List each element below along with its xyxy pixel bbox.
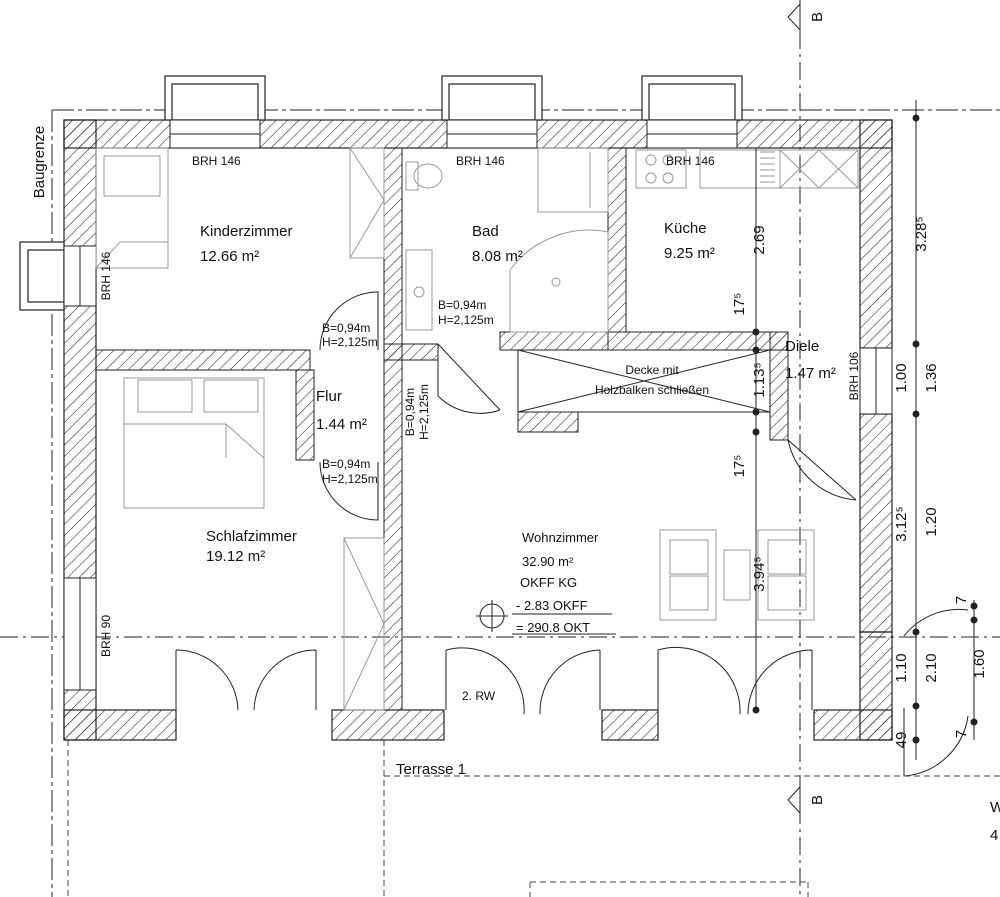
- edge-label-4: 4: [990, 827, 998, 844]
- dim-17-a: 17⁵: [731, 293, 748, 316]
- dim-1-20: 1.20: [923, 507, 940, 536]
- window-openings: [63, 119, 893, 691]
- doors: [175, 291, 969, 777]
- room-name-flur: Flur: [316, 388, 342, 405]
- edge-label-w: W: [990, 799, 1000, 816]
- room-area-wohnzimmer: 32.90 m²: [522, 554, 574, 569]
- room-labels: Kinderzimmer 12.66 m² Bad 8.08 m² Küche …: [200, 220, 836, 635]
- section-marker-bottom: B: [787, 785, 826, 815]
- room-name-schlafzimmer: Schlafzimmer: [206, 528, 297, 545]
- dim-17-b: 17⁵: [731, 455, 748, 478]
- section-marker-top: B: [787, 2, 826, 32]
- dim-3-94: 3.94⁵: [751, 556, 768, 591]
- room-area-diele: 1.47 m²: [785, 365, 836, 382]
- dim-1-36: 1.36: [923, 363, 940, 392]
- dim-1-60: 1.60: [971, 649, 988, 678]
- level-marker: [476, 600, 616, 635]
- section-label-top: B: [809, 12, 826, 22]
- room-area-kueche: 9.25 m²: [664, 245, 715, 262]
- level-line-3: = 290.8 OKT: [516, 620, 590, 635]
- room-area-schlafzimmer: 19.12 m²: [206, 548, 265, 565]
- dim-3-12: 3.12⁵: [893, 506, 910, 541]
- brh-diele-side: BRH 106: [847, 351, 861, 400]
- door-4-width: B=0,94m: [403, 388, 417, 436]
- brh-kinder-side: BRH 146: [99, 251, 113, 300]
- terrace-outline: [67, 740, 1000, 897]
- dim-2-10: 2.10: [923, 653, 940, 682]
- door-3-width: B=0,94m: [322, 457, 370, 471]
- room-name-wohnzimmer: Wohnzimmer: [522, 530, 599, 545]
- brh-labels: BRH 146 BRH 146 BRH 146 BRH 146 BRH 106 …: [99, 154, 861, 657]
- level-line-1: OKFF KG: [520, 575, 577, 590]
- room-name-kinderzimmer: Kinderzimmer: [200, 223, 293, 240]
- brh-kueche: BRH 146: [666, 154, 715, 168]
- dim-1-13: 1.13⁵: [751, 362, 768, 397]
- notes: Decke mit Holzbalken schließen Baugrenze…: [31, 126, 1000, 844]
- room-name-kueche: Küche: [664, 220, 707, 237]
- brh-bad: BRH 146: [456, 154, 505, 168]
- dim-2-69: 2.69: [751, 225, 768, 254]
- brh-schlaf-side: BRH 90: [99, 615, 113, 657]
- dim-7-a: 7: [953, 596, 970, 604]
- room-area-kinderzimmer: 12.66 m²: [200, 248, 259, 265]
- door-1-height: H=2,125m: [322, 335, 378, 349]
- room-area-flur: 1.44 m²: [316, 416, 367, 433]
- dim-1-10: 1.10: [893, 653, 910, 682]
- room-area-bad: 8.08 m²: [472, 248, 523, 265]
- level-line-2: - 2.83 OKFF: [516, 598, 588, 613]
- walls: [63, 119, 893, 741]
- ceiling-note-line-1: Decke mit: [625, 363, 679, 377]
- dim-3-28: 3.28⁵: [913, 216, 930, 251]
- door-labels: B=0,94m H=2,125m B=0,94m H=2,125m B=0,94…: [322, 298, 494, 486]
- rw-label: 2. RW: [462, 689, 496, 703]
- windows-top: [19, 75, 743, 311]
- ceiling-void: [517, 349, 771, 413]
- room-name-bad: Bad: [472, 223, 499, 240]
- brh-kinder: BRH 146: [192, 154, 241, 168]
- door-2-height: H=2,125m: [438, 313, 494, 327]
- room-name-diele: Diele: [785, 338, 819, 355]
- furniture: [95, 147, 859, 711]
- dimension-lines: [752, 100, 978, 760]
- dim-1-00: 1.00: [893, 363, 910, 392]
- door-4-height: H=2,125m: [417, 384, 431, 440]
- dimension-labels: 2.69 17⁵ 1.13⁵ 17⁵ 3.94⁵ 3.28⁵ 1.00 1.36…: [731, 216, 988, 748]
- terrasse-label: Terrasse 1: [396, 761, 466, 778]
- door-1-width: B=0,94m: [322, 321, 370, 335]
- ceiling-note-line-2: Holzbalken schließen: [595, 383, 709, 397]
- dim-7-b: 7: [953, 730, 970, 738]
- section-label-bottom: B: [809, 795, 826, 805]
- dim-49: 49: [893, 732, 910, 749]
- door-3-height: H=2,125m: [322, 472, 378, 486]
- baugrenze-label: Baugrenze: [31, 126, 48, 199]
- door-2-width: B=0,94m: [438, 298, 486, 312]
